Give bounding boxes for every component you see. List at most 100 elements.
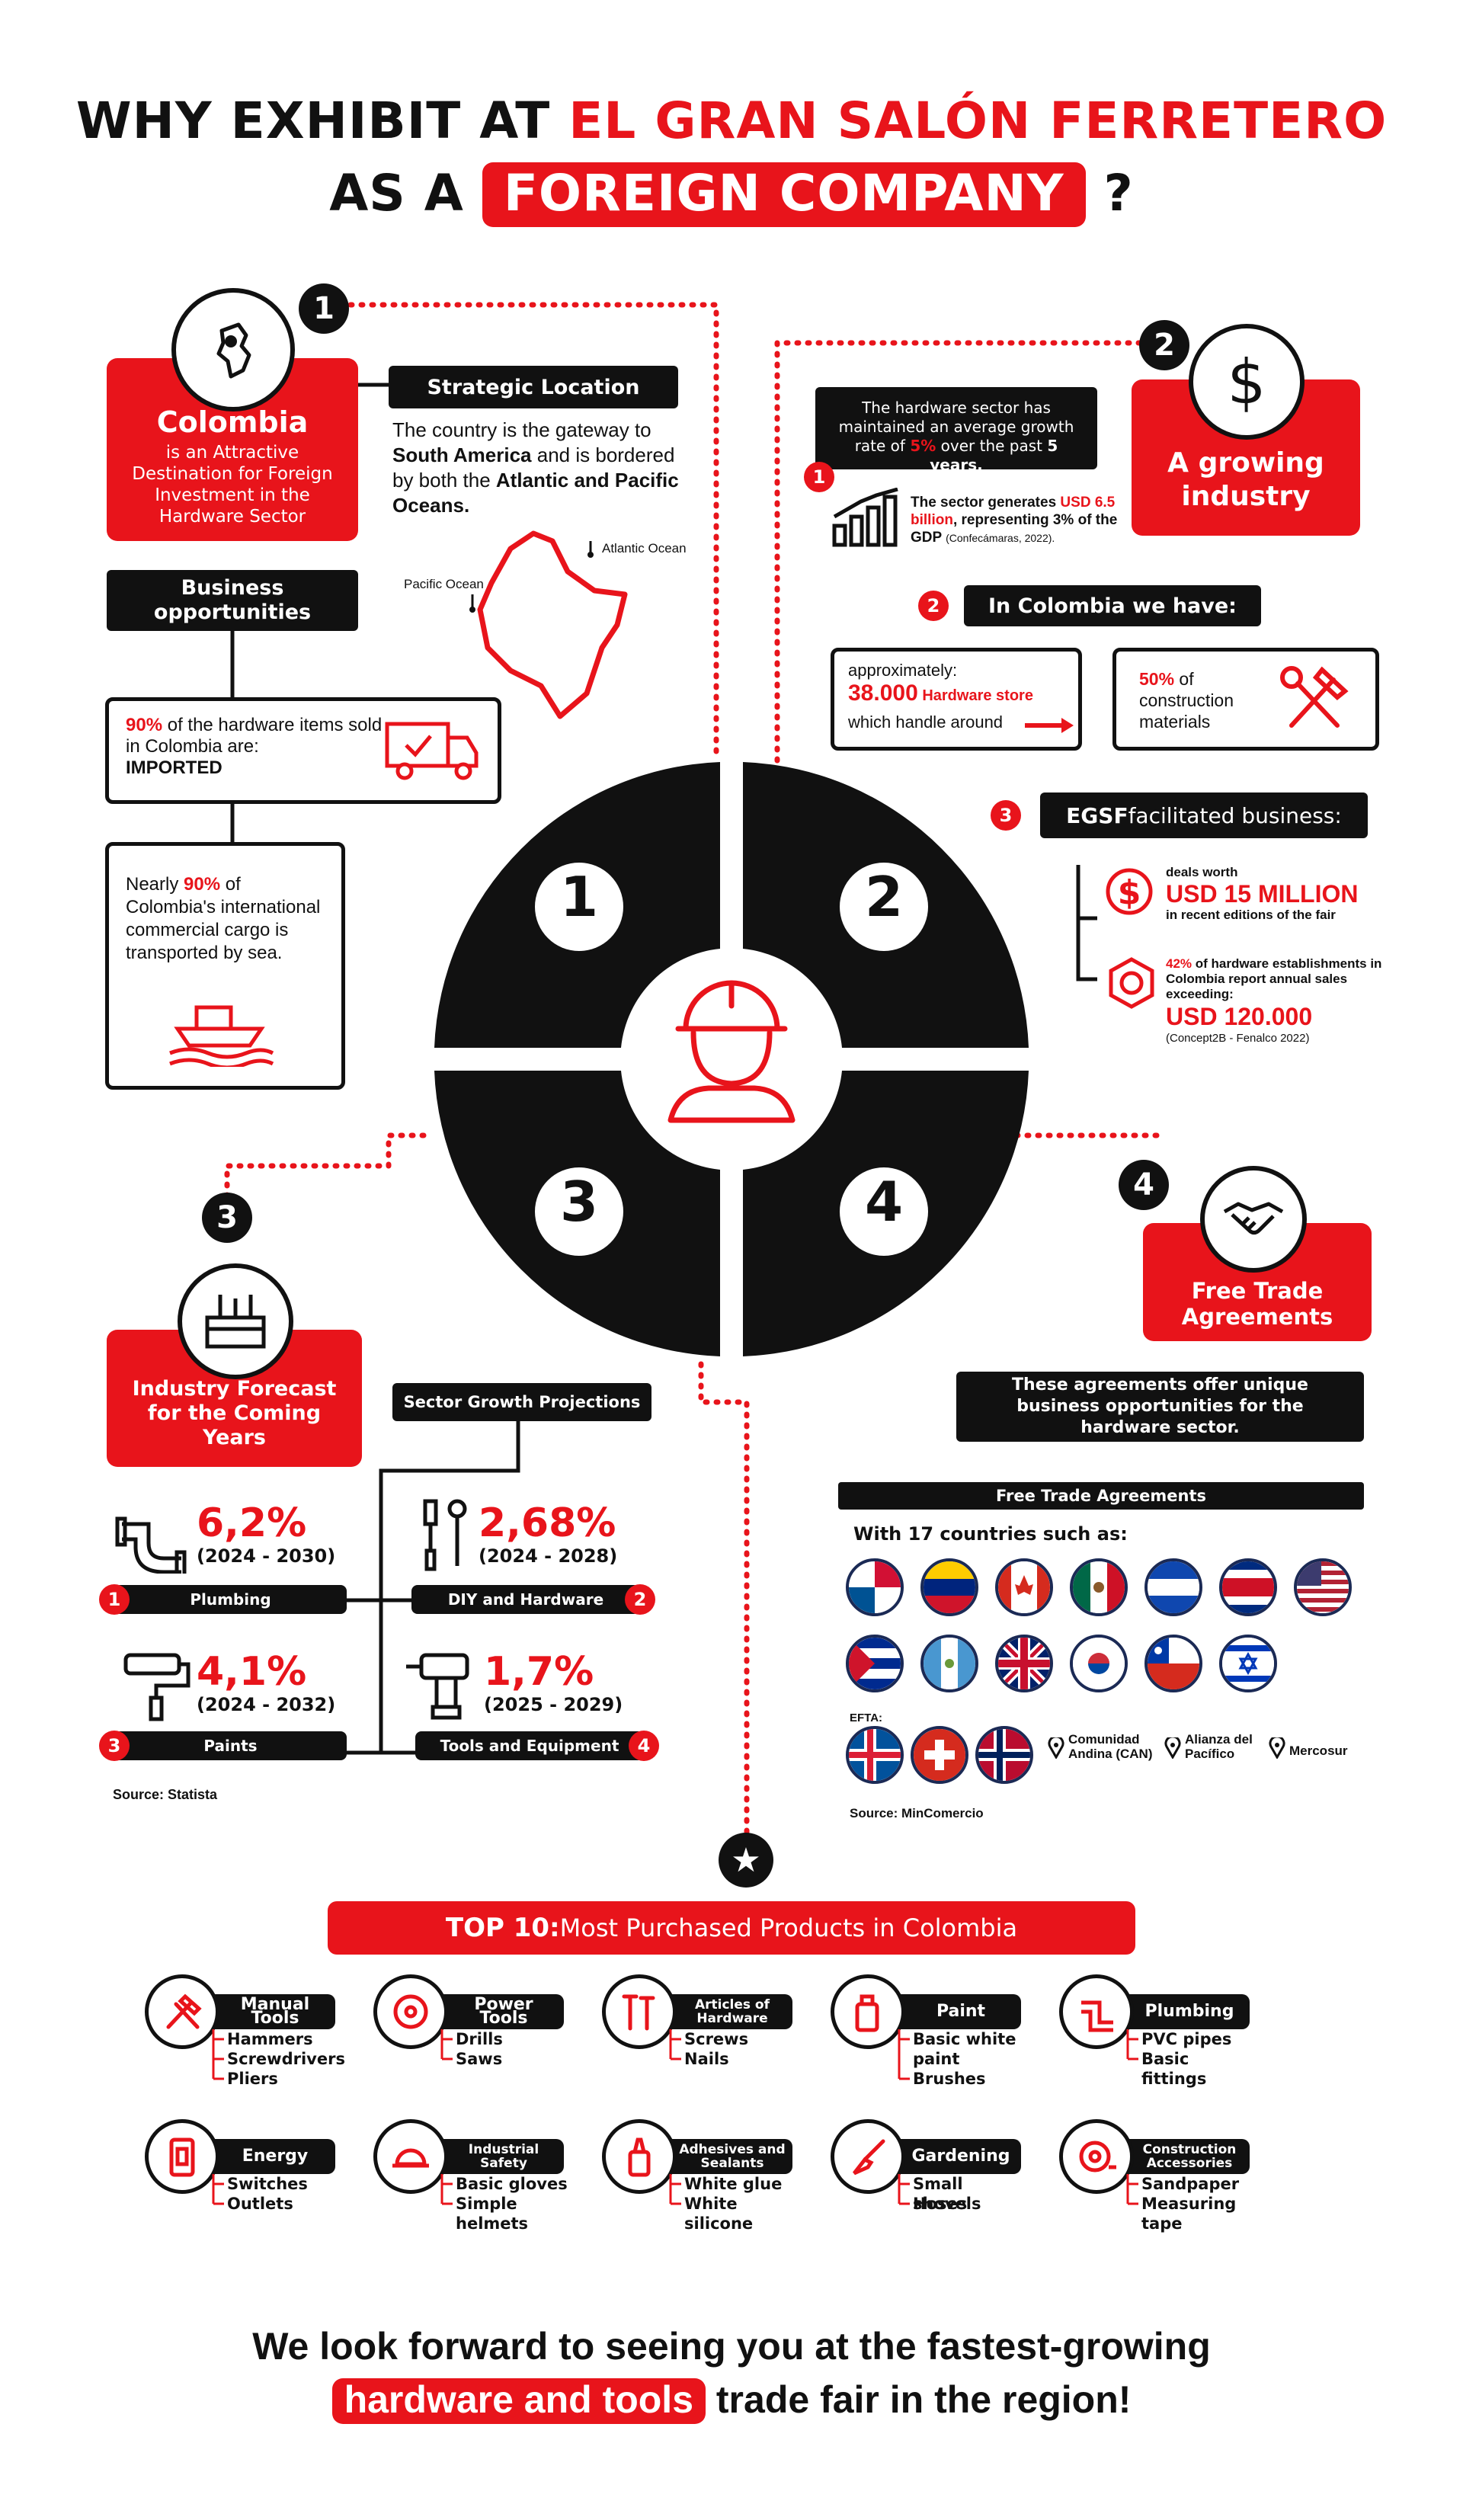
item-bracket	[1126, 2029, 1138, 2061]
item-bracket	[1126, 2174, 1138, 2205]
mincomercio-source: Source: MinComercio	[850, 1806, 984, 1820]
product-item: Measuring tape	[1141, 2195, 1237, 2233]
product-item: Basic fittings	[1141, 2050, 1207, 2088]
section-2-sub-2: 2	[918, 591, 949, 621]
product-item: Brushes	[913, 2070, 986, 2088]
saw-blade-icon	[373, 1974, 448, 2049]
wheel-label-2: 2	[864, 865, 904, 929]
in-colombia-label: In Colombia we have:	[964, 585, 1261, 626]
product-item: Sandpaper	[1141, 2175, 1240, 2193]
product-item: Outlets	[227, 2195, 293, 2213]
delivery-truck-icon	[385, 722, 479, 780]
glue-bottle-icon	[602, 2119, 677, 2194]
guatemala-flag-icon	[920, 1635, 978, 1692]
egsf-label: EGSF facilitated business:	[1040, 793, 1368, 838]
product-item: White silicone	[684, 2195, 754, 2233]
growth-bars-icon	[832, 488, 898, 547]
section-2-sub-3: 3	[991, 800, 1021, 831]
south-korea-flag-icon	[1070, 1635, 1128, 1692]
footer-line-1: We look forward to seeing you at the fas…	[252, 2325, 1211, 2368]
strategic-location-label: Strategic Location	[389, 366, 678, 408]
product-item: White glue	[684, 2175, 783, 2193]
mercosur-label: Mercosur	[1289, 1744, 1348, 1758]
product-item: Screwdrivers	[227, 2050, 345, 2068]
forecast-4: 1,7% (2025 - 2029)	[484, 1649, 623, 1715]
section-4-number: 4	[1119, 1160, 1169, 1210]
atlantic-ocean-label: Atlantic Ocean	[602, 541, 687, 556]
product-item: Hoses	[913, 2195, 968, 2213]
business-opportunities-label: Business opportunities	[107, 570, 358, 631]
stores-text-a: approximately:	[848, 661, 958, 680]
efta-label: EFTA:	[850, 1711, 883, 1724]
paint-roller-icon	[123, 1653, 190, 1721]
industry-forecast-title: Industry Forecast for the Coming Years	[132, 1377, 337, 1449]
wheel-label-1: 1	[559, 865, 599, 929]
product-item: Hammers	[227, 2030, 313, 2048]
free-trade-title: Free Trade Agreements	[1181, 1278, 1333, 1330]
colombia-card: Colombia is an Attractive Destination fo…	[107, 358, 358, 541]
forecast-number-4: 4	[629, 1731, 659, 1761]
product-item: Simple helmets	[456, 2195, 529, 2233]
section-2-number: 2	[1139, 320, 1189, 370]
wheel-label-4: 4	[864, 1170, 904, 1234]
cargo-ship-icon	[169, 1005, 274, 1067]
cargo-box: Nearly 90% of Colombia's international c…	[105, 842, 345, 1090]
canada-flag-icon	[995, 1558, 1053, 1616]
colombia-map-icon	[469, 530, 628, 719]
mexico-flag-icon	[1070, 1558, 1128, 1616]
title-line-2: AS A FOREIGN COMPANY ?	[0, 162, 1463, 227]
colombia-card-text: is an Attractive Destination for Foreign…	[132, 443, 333, 527]
sector-growth-label: Sector Growth Projections	[392, 1383, 651, 1421]
central-wheel	[434, 762, 1029, 1356]
money-icon: $	[1106, 868, 1153, 915]
hammer-wrench-icon	[1280, 666, 1349, 728]
toolbox-icon	[178, 1263, 293, 1379]
sales-block: 42% of hardware establishments in Colomb…	[1166, 956, 1382, 1045]
fta-bar: Free Trade Agreements	[838, 1482, 1364, 1510]
arrow-right-icon	[1025, 718, 1074, 733]
forecast-number-1: 1	[99, 1584, 130, 1615]
pipe-icon	[1059, 1974, 1134, 2049]
item-bracket	[898, 2174, 910, 2205]
deals-block: deals worth USD 15 MILLION in recent edi…	[1166, 865, 1359, 922]
forecast-label-diy: DIY and Hardware	[411, 1585, 640, 1614]
item-bracket	[212, 2174, 224, 2205]
product-item: Basic gloves	[456, 2175, 568, 2193]
uk-flag-icon	[995, 1635, 1053, 1692]
growing-industry-title: A growing industry	[1167, 447, 1324, 512]
location-pin-icon	[1048, 1737, 1064, 1759]
israel-flag-icon	[1219, 1635, 1277, 1692]
handshake-icon	[1200, 1166, 1307, 1273]
section-1-number: 1	[299, 283, 349, 334]
product-item: Basic white paint	[913, 2030, 1016, 2068]
footer-line-2: hardware and tools trade fair in the reg…	[0, 2378, 1463, 2424]
pacifico-label: Alianza del Pacífico	[1185, 1732, 1253, 1761]
stores-count: 38.000 Hardware store	[848, 680, 1033, 706]
imported-text: 90% of the hardware items sold in Colomb…	[126, 715, 383, 778]
pacific-ocean-label: Pacific Ocean	[404, 577, 484, 591]
costa-rica-flag-icon	[1219, 1558, 1277, 1616]
imported-box: 90% of the hardware items sold in Colomb…	[105, 697, 501, 804]
el-salvador-flag-icon	[1144, 1558, 1202, 1616]
product-item: Switches	[227, 2175, 308, 2193]
item-bracket	[440, 2174, 453, 2205]
item-bracket	[669, 2029, 681, 2061]
dollar-sign-icon: $	[1189, 324, 1305, 440]
product-item: Pliers	[227, 2070, 278, 2088]
forecast-label-tools: Tools and Equipment	[415, 1731, 644, 1760]
shovel-icon	[831, 2119, 905, 2194]
product-item: PVC pipes	[1141, 2030, 1232, 2048]
section-2-sub-1: 1	[804, 462, 834, 492]
strategic-location-text: The country is the gateway to South Amer…	[392, 418, 679, 517]
construction-materials-box: 50% of construction materials	[1112, 648, 1379, 751]
title-line-1: WHY EXHIBIT AT EL GRAN SALÓN FERRETERO	[75, 91, 1388, 150]
chile-flag-icon	[1144, 1635, 1202, 1692]
colombia-map-pin-icon	[171, 288, 295, 411]
power-drill-icon	[406, 1653, 469, 1720]
measuring-tape-icon	[1059, 2119, 1134, 2194]
product-item: Small shovels	[913, 2175, 981, 2213]
item-bracket	[898, 2029, 910, 2080]
screws-icon	[602, 1974, 677, 2049]
gdp-text: The sector generates USD 6.5 billion, re…	[911, 495, 1118, 546]
product-item: Saws	[456, 2050, 503, 2068]
